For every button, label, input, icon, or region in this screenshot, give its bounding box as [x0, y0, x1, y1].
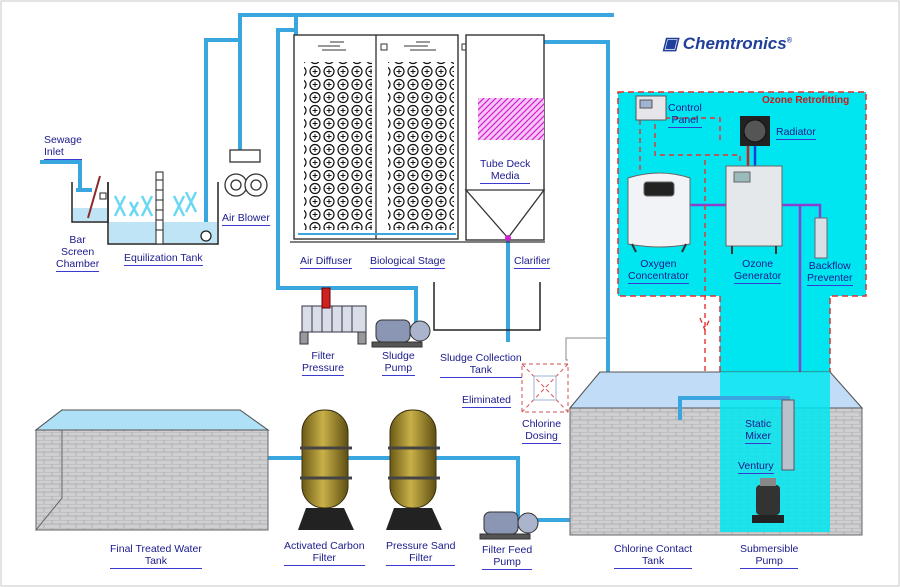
filter-feed-pump [479, 511, 539, 540]
logo-icon: ▣ [662, 34, 679, 53]
equalization-tank [107, 171, 219, 245]
radiator-unit [740, 116, 770, 168]
chemtronics-logo: ▣ Chemtronics® [662, 34, 792, 54]
label-biological-stage: Biological Stage [370, 255, 446, 269]
brand-name: Chemtronics [682, 34, 787, 53]
label-equalization-tank: Equilization Tank [124, 252, 203, 266]
sludge-pump [371, 319, 431, 348]
air-blower [224, 149, 268, 197]
chlorine-dosing-eliminated [521, 337, 606, 413]
label-ventury: Ventury [738, 460, 774, 474]
sand-filter-vessel [386, 409, 442, 530]
final-treated-tank [34, 408, 270, 532]
backflow-preventer-unit [814, 217, 828, 259]
bar-screen-chamber [71, 175, 109, 223]
control-panel-unit [635, 95, 667, 121]
label-air-blower: Air Blower [222, 212, 270, 226]
label-clarifier: Clarifier [514, 255, 551, 269]
registered-mark: ® [786, 37, 792, 45]
sludge-collection-tank [433, 282, 541, 331]
filter-press [299, 287, 367, 345]
ozone-generator-unit [725, 165, 783, 254]
static-mixer-unit [781, 399, 795, 471]
label-eliminated: Eliminated [462, 394, 512, 408]
carbon-filter-vessel [298, 409, 354, 530]
treatment-basins [290, 34, 546, 243]
submersible-pump-unit [752, 478, 784, 523]
label-air-diffuser: Air Diffuser [300, 255, 352, 269]
ozone-retrofit-title: Ozone Retrofitting [762, 95, 850, 106]
label-radiator: Radiator [776, 126, 816, 140]
oxygen-concentrator-unit [627, 172, 691, 253]
